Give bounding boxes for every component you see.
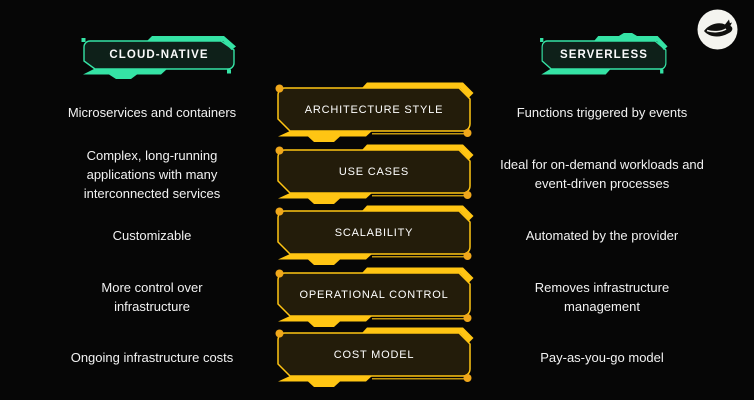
cloud-native-point: Ongoing infrastructure costs — [30, 348, 274, 367]
cloud-native-point: Complex, long-running applications with … — [30, 146, 274, 203]
category-box: OPERATIONAL CONTROL — [274, 266, 474, 328]
cloud-native-point-text: More control over infrastructure — [101, 280, 203, 314]
serverless-point-text: Pay-as-you-go model — [540, 349, 664, 365]
cloud-native-point-text: Microservices and containers — [67, 104, 237, 120]
yellow-frame-decoration — [275, 205, 474, 265]
category-label: ARCHITECTURE STYLE — [304, 103, 444, 116]
yellow-frame-decoration — [275, 267, 474, 327]
category-label: COST MODEL — [333, 348, 415, 361]
serverless-point: Removes infrastructure management — [474, 278, 754, 316]
category-box: ARCHITECTURE STYLE — [274, 81, 474, 143]
badge-label: SERVERLESS — [559, 49, 649, 61]
serverless-point-text: Ideal for on-demand workloads and event-… — [500, 157, 704, 191]
teal-frame-decoration — [540, 33, 668, 75]
cloud-native-point: Customizable — [30, 226, 274, 245]
serverless-point-text: Functions triggered by events — [516, 104, 688, 120]
yellow-frame-decoration — [275, 327, 474, 387]
yellow-frame-decoration — [275, 82, 474, 142]
serverless-badge: SERVERLESS — [538, 33, 670, 81]
serverless-point: Pay-as-you-go model — [474, 348, 754, 367]
serverless-point: Automated by the provider — [474, 226, 754, 245]
comparison-row: More control over infrastructure OPERATI… — [0, 266, 754, 328]
category-label: OPERATIONAL CONTROL — [299, 288, 449, 301]
cloud-native-point-text: Customizable — [112, 227, 192, 243]
cloud-native-point-text: Ongoing infrastructure costs — [70, 349, 234, 365]
comparison-row: Customizable SCALABILITY Automated by th… — [0, 204, 754, 266]
comparison-row: Microservices and containers ARCHITECTUR… — [0, 81, 754, 143]
cloud-native-badge: CLOUD-NATIVE — [79, 33, 239, 81]
serverless-point: Functions triggered by events — [474, 103, 754, 122]
category-box: COST MODEL — [274, 326, 474, 388]
cloud-native-point: Microservices and containers — [30, 103, 274, 122]
serverless-point-text: Removes infrastructure management — [534, 280, 670, 314]
cloud-native-point: More control over infrastructure — [30, 278, 274, 316]
category-box: SCALABILITY — [274, 204, 474, 266]
comparison-row: Ongoing infrastructure costs COST MODEL … — [0, 326, 754, 388]
serverless-point-text: Automated by the provider — [525, 227, 679, 243]
bird-swoosh-icon — [697, 9, 738, 50]
yellow-frame-decoration — [275, 144, 474, 204]
serverless-point: Ideal for on-demand workloads and event-… — [474, 155, 754, 193]
teal-frame-decoration — [81, 36, 236, 79]
brand-logo — [696, 8, 739, 51]
category-label: SCALABILITY — [334, 226, 414, 239]
badge-label: CLOUD-NATIVE — [109, 49, 209, 61]
category-label: USE CASES — [338, 165, 410, 178]
comparison-row: Complex, long-running applications with … — [0, 143, 754, 205]
cloud-native-point-text: Complex, long-running applications with … — [83, 147, 221, 201]
category-box: USE CASES — [274, 143, 474, 205]
